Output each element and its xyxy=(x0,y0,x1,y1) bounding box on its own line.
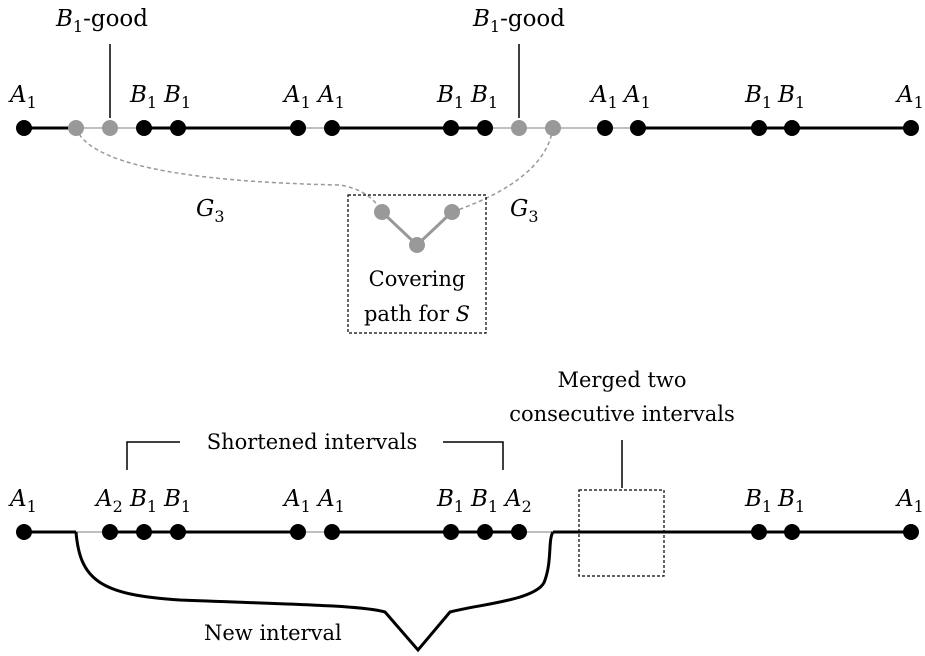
top-vertex-gray xyxy=(102,120,118,136)
bottom-vertex xyxy=(102,524,118,540)
top-vertex xyxy=(290,120,306,136)
bottom-point-label: A1 xyxy=(316,486,345,516)
bottom-point-label: B1 xyxy=(744,486,772,516)
g3-left-label: G3 xyxy=(196,196,225,226)
bottom-vertex xyxy=(784,524,800,540)
bottom-row: Merged two consecutive intervals Shorten… xyxy=(8,368,924,653)
bottom-vertex xyxy=(170,524,186,540)
top-vertex xyxy=(784,120,800,136)
shortened-label: Shortened intervals xyxy=(207,430,418,454)
top-point-label: A1 xyxy=(622,82,651,112)
bottom-vertex xyxy=(136,524,152,540)
top-point-label: B1 xyxy=(163,82,191,112)
bottom-vertex xyxy=(290,524,306,540)
good-left-label: B1-good xyxy=(55,6,148,36)
top-row: B1-good B1-good A1 B1 B1 A1 A1 B1 B1 A1 … xyxy=(8,6,924,334)
covering-path-box xyxy=(347,194,487,334)
box-caption-line2: path for S xyxy=(364,302,470,326)
covering-path-vertex xyxy=(409,237,425,253)
g3-right-label: G3 xyxy=(510,196,539,226)
new-interval-brace xyxy=(74,531,555,653)
covering-path-edge xyxy=(415,210,454,247)
bottom-point-label: B1 xyxy=(777,486,805,516)
covering-path-vertex xyxy=(444,204,460,220)
top-point-labels: A1 B1 B1 A1 A1 B1 B1 A1 A1 B1 B1 A1 xyxy=(8,82,924,112)
bottom-vertex xyxy=(903,524,919,540)
top-vertex xyxy=(903,120,919,136)
top-vertex xyxy=(630,120,646,136)
merged-label-line2: consecutive intervals xyxy=(509,402,735,426)
top-vertex-gray xyxy=(68,120,84,136)
top-vertex-gray xyxy=(511,120,527,136)
bottom-point-label: A2 xyxy=(503,486,532,516)
g3-left-connector xyxy=(75,127,383,213)
top-point-label: A1 xyxy=(316,82,345,112)
bottom-vertex xyxy=(16,524,32,540)
top-point-label: B1 xyxy=(777,82,805,112)
merged-label-line1: Merged two xyxy=(557,368,686,392)
bottom-vertex xyxy=(751,524,767,540)
top-point-label: B1 xyxy=(129,82,157,112)
bottom-point-label: B1 xyxy=(129,486,157,516)
bottom-point-label: A1 xyxy=(895,486,924,516)
bottom-point-label: B1 xyxy=(163,486,191,516)
bottom-point-labels: A1 A2 B1 B1 A1 A1 B1 B1 A2 B1 B1 A1 xyxy=(8,486,924,516)
bottom-vertex xyxy=(511,524,527,540)
g3-right-connector xyxy=(451,127,554,213)
bottom-vertex xyxy=(324,524,340,540)
top-point-label: A1 xyxy=(589,82,618,112)
top-vertex xyxy=(751,120,767,136)
bottom-point-label: A1 xyxy=(8,486,37,516)
top-vertex xyxy=(170,120,186,136)
top-vertex xyxy=(136,120,152,136)
bottom-point-label: B1 xyxy=(436,486,464,516)
merged-box xyxy=(578,489,665,577)
top-point-label: A1 xyxy=(895,82,924,112)
bottom-point-label: A1 xyxy=(282,486,311,516)
covering-path-vertex xyxy=(374,204,390,220)
top-vertex xyxy=(324,120,340,136)
top-point-label: B1 xyxy=(470,82,498,112)
new-interval-label: New interval xyxy=(204,621,342,645)
top-point-label: B1 xyxy=(744,82,772,112)
top-vertex xyxy=(477,120,493,136)
box-caption-line1: Covering xyxy=(369,267,466,291)
bottom-vertex xyxy=(477,524,493,540)
bottom-vertex xyxy=(443,524,459,540)
good-right-label: B1-good xyxy=(472,6,565,36)
top-vertex xyxy=(443,120,459,136)
top-vertex-gray xyxy=(545,120,561,136)
covering-path-edge xyxy=(380,210,419,247)
top-point-label: A1 xyxy=(8,82,37,112)
top-vertex xyxy=(16,120,32,136)
top-point-label: A1 xyxy=(282,82,311,112)
shortened-bracket-right xyxy=(443,441,504,470)
shortened-bracket-left xyxy=(126,441,180,470)
bottom-point-label: B1 xyxy=(470,486,498,516)
bottom-point-label: A2 xyxy=(94,486,123,516)
top-vertex xyxy=(597,120,613,136)
top-point-label: B1 xyxy=(436,82,464,112)
